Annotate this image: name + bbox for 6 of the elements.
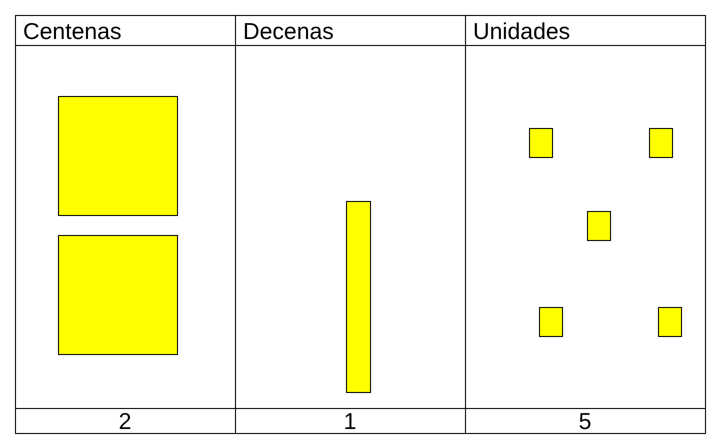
count-value: 1 bbox=[342, 409, 358, 433]
count-value: 2 bbox=[118, 409, 132, 433]
column-header: Unidades bbox=[472, 17, 572, 45]
column-header: Decenas bbox=[242, 17, 335, 45]
count-value: 5 bbox=[578, 409, 592, 433]
column-header: Centenas bbox=[22, 17, 122, 45]
